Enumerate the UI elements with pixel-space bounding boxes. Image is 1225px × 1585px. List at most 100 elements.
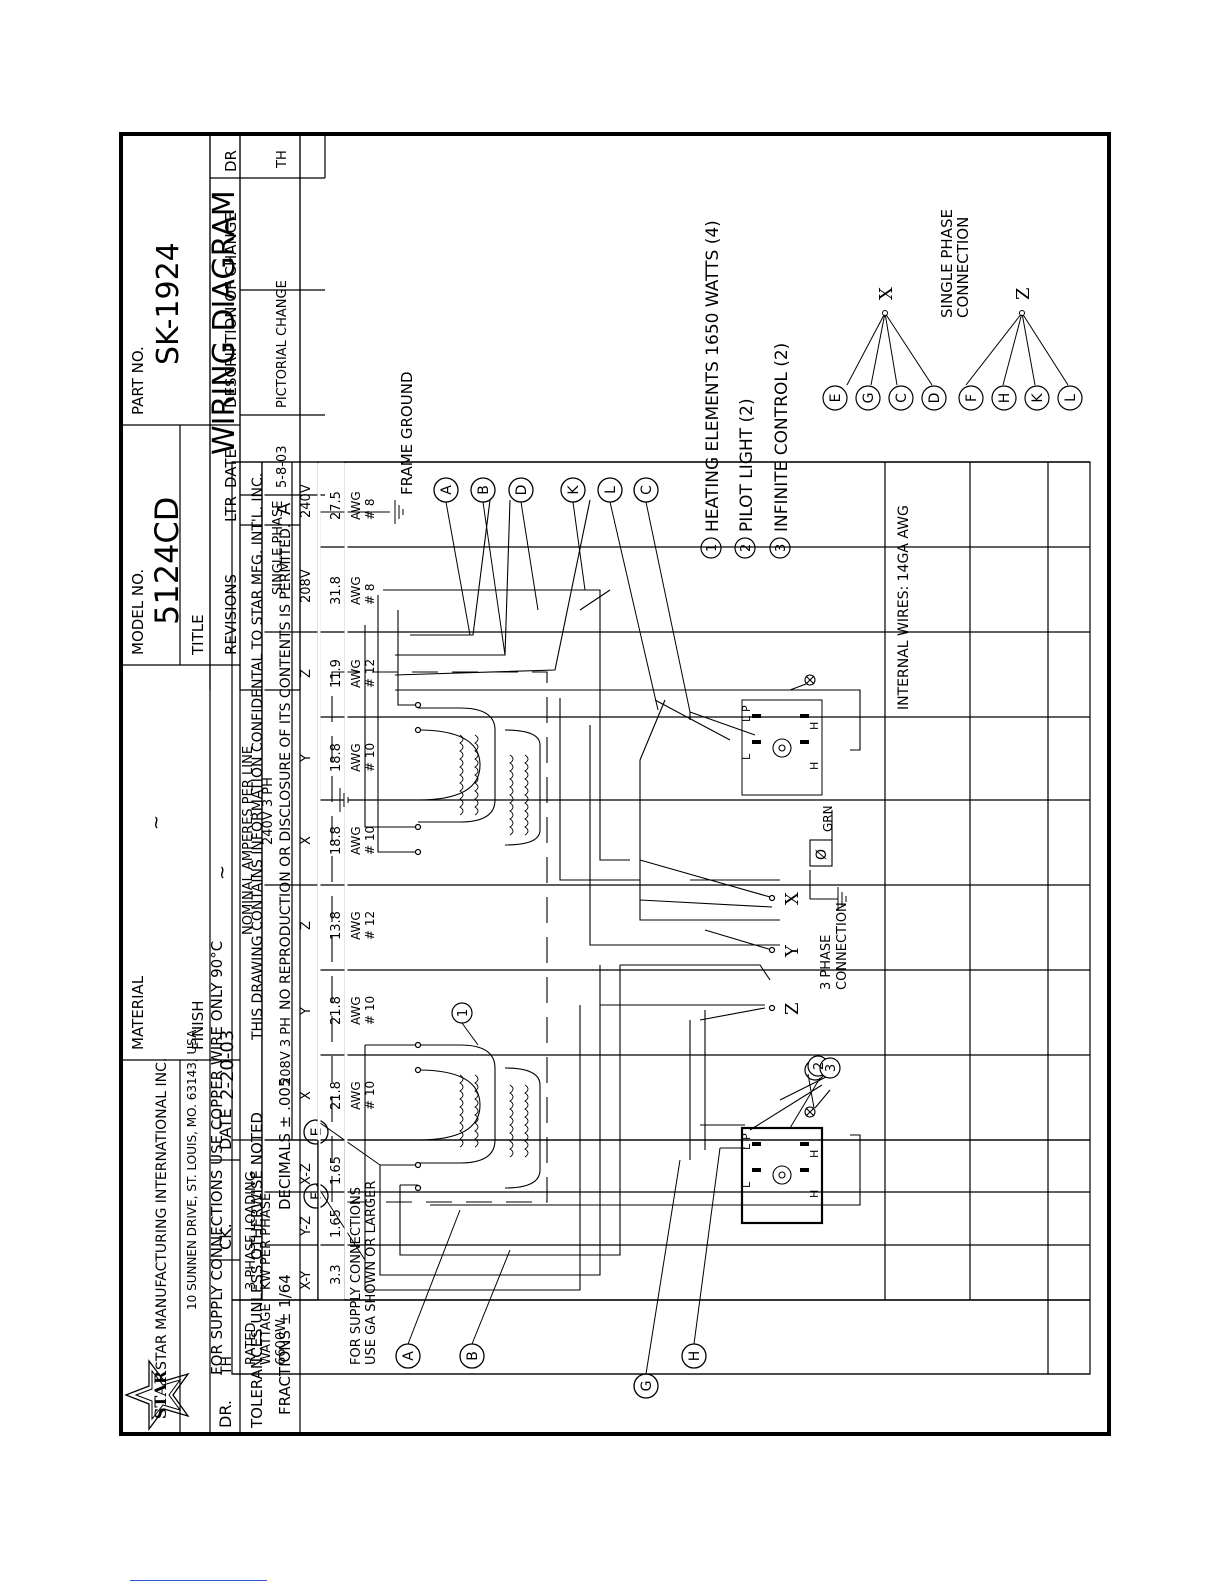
group-240v-3ph: 240V 3 PH <box>261 777 276 845</box>
switch-l1-label: L <box>740 1143 753 1150</box>
gauge-208-y: # 10 <box>363 996 377 1025</box>
callout-2: 2 <box>812 1062 827 1070</box>
legend-pilot-light: PILOT LIGHT (2) <box>737 398 757 532</box>
coil-windings <box>459 734 529 1158</box>
awg-208-z: AWG <box>349 911 363 940</box>
col-240-z: Z <box>299 669 314 678</box>
terminal-x-dot <box>768 894 776 902</box>
junction-dots <box>414 701 776 1192</box>
ampere-table-grid <box>261 463 348 1299</box>
amps-208-y: 21.8 <box>329 996 344 1025</box>
sheet-border <box>119 132 1111 1436</box>
col-208-y: Y <box>299 1007 314 1016</box>
finish-value: ~ <box>212 865 233 880</box>
connection-label: CONNECTION <box>835 902 850 990</box>
loading-val-xy: 3.3 <box>329 1264 344 1285</box>
loading-val-yz: 1.65 <box>329 1209 344 1238</box>
drawn-by-label: DR. <box>216 1400 235 1428</box>
pilot-light-icon <box>804 674 816 686</box>
switch-terminal-blades <box>752 714 809 1172</box>
revisions-col-desc: DESCRIPTION OF CHANGE <box>222 212 240 408</box>
single-phase-z-f: F <box>964 394 980 402</box>
part-label: PART NO. <box>129 346 147 415</box>
single-phase-z-h: H <box>997 393 1013 404</box>
switch-h2-label: H <box>808 762 821 770</box>
single-phase-title: SINGLE PHASE <box>938 209 956 318</box>
wire-label-c: C <box>639 485 655 495</box>
revisions-header: REVISIONS <box>222 574 240 655</box>
pilot-light-icon <box>804 1106 816 1118</box>
revisions-grid <box>209 134 326 690</box>
gauge-single-240: # 8 <box>363 498 377 520</box>
col-208-x: X <box>299 1091 314 1100</box>
switch-h1-label: H <box>808 722 821 730</box>
table-footer-1: FOR SUPPLY CONNECTIONS <box>349 1187 364 1365</box>
terminal-x-label: X <box>782 892 803 905</box>
wire-label-g: G <box>639 1381 655 1392</box>
nominal-amperes-title: NOMINAL AMPERES PER LINE <box>241 746 256 935</box>
wire-label-leaders <box>315 501 721 1375</box>
terminal-z-dot <box>768 1004 776 1012</box>
amps-240-x: 18.8 <box>329 826 344 855</box>
amps-240-z: 11.9 <box>329 659 344 688</box>
terminal-y-dot <box>768 946 776 954</box>
checked-label: CK. <box>216 1223 235 1250</box>
switch-p-label: P <box>740 1133 753 1140</box>
gauge-240-x: # 10 <box>363 826 377 855</box>
control-knob-top <box>772 738 792 758</box>
copper-wire-note: FOR SUPPLY CONNECTIONS USE COPPER WIRE O… <box>208 941 226 1375</box>
gauge-208-x: # 10 <box>363 1081 377 1110</box>
reproduction-note: NO REPRODUCTION OR DISCLOSURE OF ITS CON… <box>278 524 294 1010</box>
single-phase-z-k: K <box>1030 393 1046 403</box>
gauge-240-z: # 12 <box>363 659 377 688</box>
finish-label: FINISH <box>189 1001 207 1051</box>
revisions-col-date: DATE <box>222 449 240 488</box>
wire-label-a: A <box>401 1351 417 1361</box>
switch-h1-label: H <box>808 1150 821 1158</box>
callout-leaders <box>461 1022 821 1129</box>
single-phase-terminal-z: Z <box>1013 287 1034 300</box>
loading-subtitle: KW PER PHASE <box>259 1193 274 1290</box>
legend-num-1: 1 <box>705 544 720 552</box>
heating-element-top-inner <box>504 729 541 846</box>
awg-240-x: AWG <box>349 826 363 855</box>
single-phase-x-d: D <box>927 393 943 404</box>
legend-num-3: 3 <box>774 544 789 552</box>
loading-col-xz: X-Z <box>299 1163 314 1185</box>
awg-208-y: AWG <box>349 996 363 1025</box>
rated-value: 6600W <box>274 1319 289 1365</box>
three-phase-label: 3 PHASE <box>819 935 834 990</box>
material-value: ~ <box>146 815 167 830</box>
page-link-underline[interactable] <box>130 1580 267 1581</box>
awg-single-208: AWG <box>349 576 363 605</box>
awg-240-y: AWG <box>349 743 363 772</box>
heating-element-top <box>417 707 496 823</box>
ampere-table-text: RATED WATTAGE 6600W 3 PHASE LOADING KW P… <box>241 484 344 1365</box>
wire-label-b: B <box>476 485 492 495</box>
wire-label-e: E <box>309 1128 325 1137</box>
wire-label-k: K <box>566 485 582 495</box>
legend-heating-elements: HEATING ELEMENTS 1650 WATTS (4) <box>703 220 723 532</box>
wattage-label: WATTAGE <box>259 1303 274 1365</box>
single-phase-connection-title: CONNECTION <box>954 217 972 318</box>
wire-label-f: F <box>309 1192 325 1200</box>
callout-1: 1 <box>456 1009 471 1017</box>
loading-title: 3 PHASE LOADING <box>244 1171 259 1290</box>
table-footer-2: USE GA SHOWN OR LARGER <box>364 1181 379 1365</box>
infinite-control-bottom <box>740 1126 824 1225</box>
single-phase-z-l: L <box>1063 394 1079 402</box>
date-label: DATE <box>216 1108 235 1150</box>
revision-date: 5-8-03 <box>275 446 290 488</box>
part-number: SK-1924 <box>151 242 186 365</box>
group-single-phase: SINGLE PHASE <box>271 501 286 595</box>
callout-3: 3 <box>824 1064 839 1072</box>
revisions-col-dr: DR <box>222 150 240 172</box>
control-knob-bottom <box>772 1165 792 1185</box>
revision-desc: PICTORIAL CHANGE <box>275 280 290 408</box>
switch-l1-label: L <box>740 715 753 722</box>
loading-col-xy: X-Y <box>299 1271 314 1290</box>
col-208-z: Z <box>299 921 314 930</box>
amps-single-208: 31.8 <box>329 576 344 605</box>
loading-val-xz: 1.65 <box>329 1156 344 1185</box>
internal-wires-note: INTERNAL WIRES: 14GA AWG <box>896 505 912 710</box>
